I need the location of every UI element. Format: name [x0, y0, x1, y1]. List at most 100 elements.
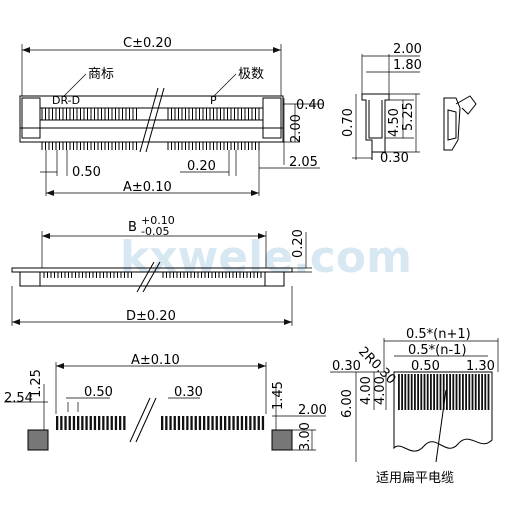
fp-dim-a: A±0.10 — [131, 353, 180, 368]
footprint-pad — [186, 416, 189, 430]
footprint-pad — [240, 416, 244, 430]
detail-inner — [447, 109, 457, 141]
cable-dim-end: 1.30 — [466, 359, 495, 374]
footprint-pad — [60, 416, 63, 430]
footprint-pad — [224, 416, 227, 430]
footprint-pad — [236, 416, 239, 430]
footprint-pad — [182, 416, 185, 430]
footprint-pad — [245, 416, 248, 430]
right-anchor-pad — [271, 429, 293, 451]
footprint-pad — [119, 416, 122, 430]
cable-dim-len3: 4.00 — [373, 376, 388, 405]
footprint-pad — [215, 416, 218, 430]
fp-dim-left-offset: 2.54 — [4, 391, 33, 406]
footprint-pad — [56, 416, 59, 430]
connector-body — [19, 95, 284, 143]
cable-conductor — [474, 374, 477, 410]
logo-label: 商标 — [88, 67, 114, 82]
cable-conductor — [471, 374, 474, 410]
fp-dim-pad-w: 0.30 — [174, 385, 203, 400]
footprint-pad — [257, 416, 260, 430]
cable-conductor — [468, 374, 471, 410]
footprint-pad — [228, 416, 231, 430]
top-view: C±0.20 商标 极数 DR-D P 0.40 2.00 2.05 — [19, 36, 325, 196]
side-dim-bottom: 0.30 — [380, 151, 409, 166]
cable-conductor — [420, 374, 423, 410]
footprint-pad — [72, 416, 76, 430]
dim-height-top: 0.40 — [296, 98, 325, 113]
footprint-pad — [173, 416, 176, 430]
leader-line — [63, 73, 87, 97]
cable-conductor — [458, 374, 461, 410]
footprint-pad — [194, 416, 197, 430]
dim-height: 2.00 — [289, 114, 304, 143]
cable-conductor — [414, 374, 416, 410]
footprint-pad — [123, 416, 126, 430]
arrow — [284, 319, 292, 325]
footprint-pad — [249, 416, 252, 430]
cable-conductor — [407, 374, 410, 410]
footprint-pad — [161, 416, 164, 430]
leader-line — [213, 73, 237, 97]
break-line — [136, 261, 155, 293]
cable-conductor — [423, 374, 426, 410]
cable-conductor — [410, 374, 413, 410]
fp-dim-left-h: 1.25 — [29, 369, 44, 398]
break-line — [142, 261, 161, 293]
tol-plus: +0.10 — [141, 214, 175, 227]
marking-right: P — [210, 94, 217, 107]
cable-conductor — [404, 374, 407, 410]
footprint-pads — [56, 416, 265, 430]
footprint-pad — [198, 416, 202, 430]
cable-leader — [435, 389, 447, 463]
footprint-pad — [190, 416, 193, 430]
arrow — [258, 363, 266, 369]
arrow — [42, 233, 50, 239]
top-pins-bottom — [41, 142, 260, 150]
cable-conductor — [465, 374, 467, 410]
tol-minus: -0.05 — [141, 225, 169, 238]
side-profile — [361, 93, 390, 153]
footprint-pad — [232, 416, 235, 430]
front-base-plate — [11, 267, 293, 273]
dim-pins: A±0.10 — [123, 180, 172, 195]
cable-conductor — [449, 374, 451, 410]
front-dim-height: 0.20 — [291, 229, 306, 258]
arrow — [12, 319, 20, 325]
left-latch — [21, 97, 41, 139]
footprint-pad — [211, 416, 214, 430]
cable-conductor — [484, 374, 487, 410]
footprint-view: A±0.10 2.54 1.25 0.50 0.30 1.45 2.00 3.0… — [4, 353, 327, 451]
cable-conductor — [446, 374, 448, 410]
cable-conductor — [439, 374, 442, 410]
front-body — [19, 272, 285, 287]
cable-outline — [393, 371, 493, 452]
side-dim-top1: 2.00 — [393, 42, 422, 57]
front-view: B +0.10 -0.05 0.20 D±0.20 — [11, 214, 312, 326]
footprint-pad — [77, 416, 80, 430]
side-inner — [368, 100, 383, 139]
footprint-pad — [98, 416, 101, 430]
side-dim-right: 5.25 — [401, 102, 416, 131]
arrow — [22, 47, 30, 53]
cable-conductor — [398, 374, 400, 410]
cable-dim-len2: 4.00 — [359, 376, 374, 405]
footprint-pad — [169, 416, 172, 430]
footprint-pad — [64, 416, 67, 430]
detail-latch — [455, 95, 477, 115]
dim-pitch-right: 0.20 — [187, 159, 216, 174]
break-line — [145, 87, 165, 153]
cable-conductor — [481, 374, 483, 410]
cable-conductor — [430, 374, 432, 410]
footprint-pad — [68, 416, 71, 430]
footprint-pad — [81, 416, 84, 430]
break-line — [129, 397, 151, 443]
footprint-pad — [203, 416, 206, 430]
arrow — [46, 190, 54, 196]
side-view: 2.00 1.80 0.70 4.50 5.25 0.30 — [341, 42, 477, 166]
cable-conductor — [452, 374, 455, 410]
arrow — [251, 190, 259, 196]
cable-conductor — [478, 374, 480, 410]
footprint-pad — [261, 416, 265, 430]
